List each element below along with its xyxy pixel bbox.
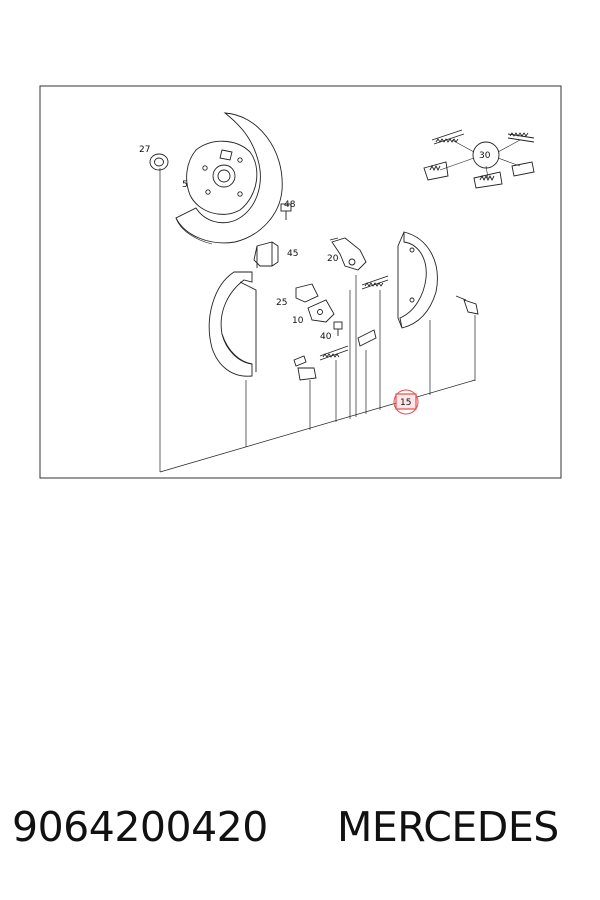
diagram-frame	[39, 85, 562, 479]
part-27-bearing	[149, 153, 169, 171]
part-15-highlight-circle	[393, 389, 419, 415]
callout-30: 30	[479, 151, 491, 161]
part-45-bracket	[253, 241, 279, 268]
part-15-highlight-box	[395, 393, 417, 410]
part-40-bolt	[333, 321, 343, 336]
part-25-lever	[295, 283, 335, 323]
part-30-circle	[472, 141, 500, 169]
brake-shoe-right	[397, 231, 438, 329]
brand-name: MERCEDES	[337, 803, 559, 851]
part-20-adjuster	[329, 237, 367, 271]
callout-27: 27	[139, 145, 150, 155]
footer: 9064200420 MERCEDES	[0, 795, 600, 865]
callout-10: 10	[292, 316, 304, 326]
part-5-backing-plate	[175, 112, 283, 245]
callout-40: 40	[320, 332, 332, 342]
callout-5: 5	[182, 180, 188, 190]
callout-15: 15	[400, 398, 411, 408]
callout-48: 48	[284, 200, 296, 210]
brake-shoe-left	[208, 271, 257, 377]
callout-20: 20	[327, 254, 339, 264]
part-number: 9064200420	[12, 803, 268, 851]
brake-parts-diagram: 27 5 48 45 20 25 10 40 30 15	[39, 85, 562, 479]
part-30-spring-kit	[423, 129, 535, 189]
leader-lines	[159, 168, 476, 473]
callout-25: 25	[276, 298, 287, 308]
part-30-leaders	[439, 139, 521, 179]
part-48-bolt	[280, 203, 292, 220]
springs	[293, 275, 479, 381]
callout-45: 45	[287, 249, 298, 259]
